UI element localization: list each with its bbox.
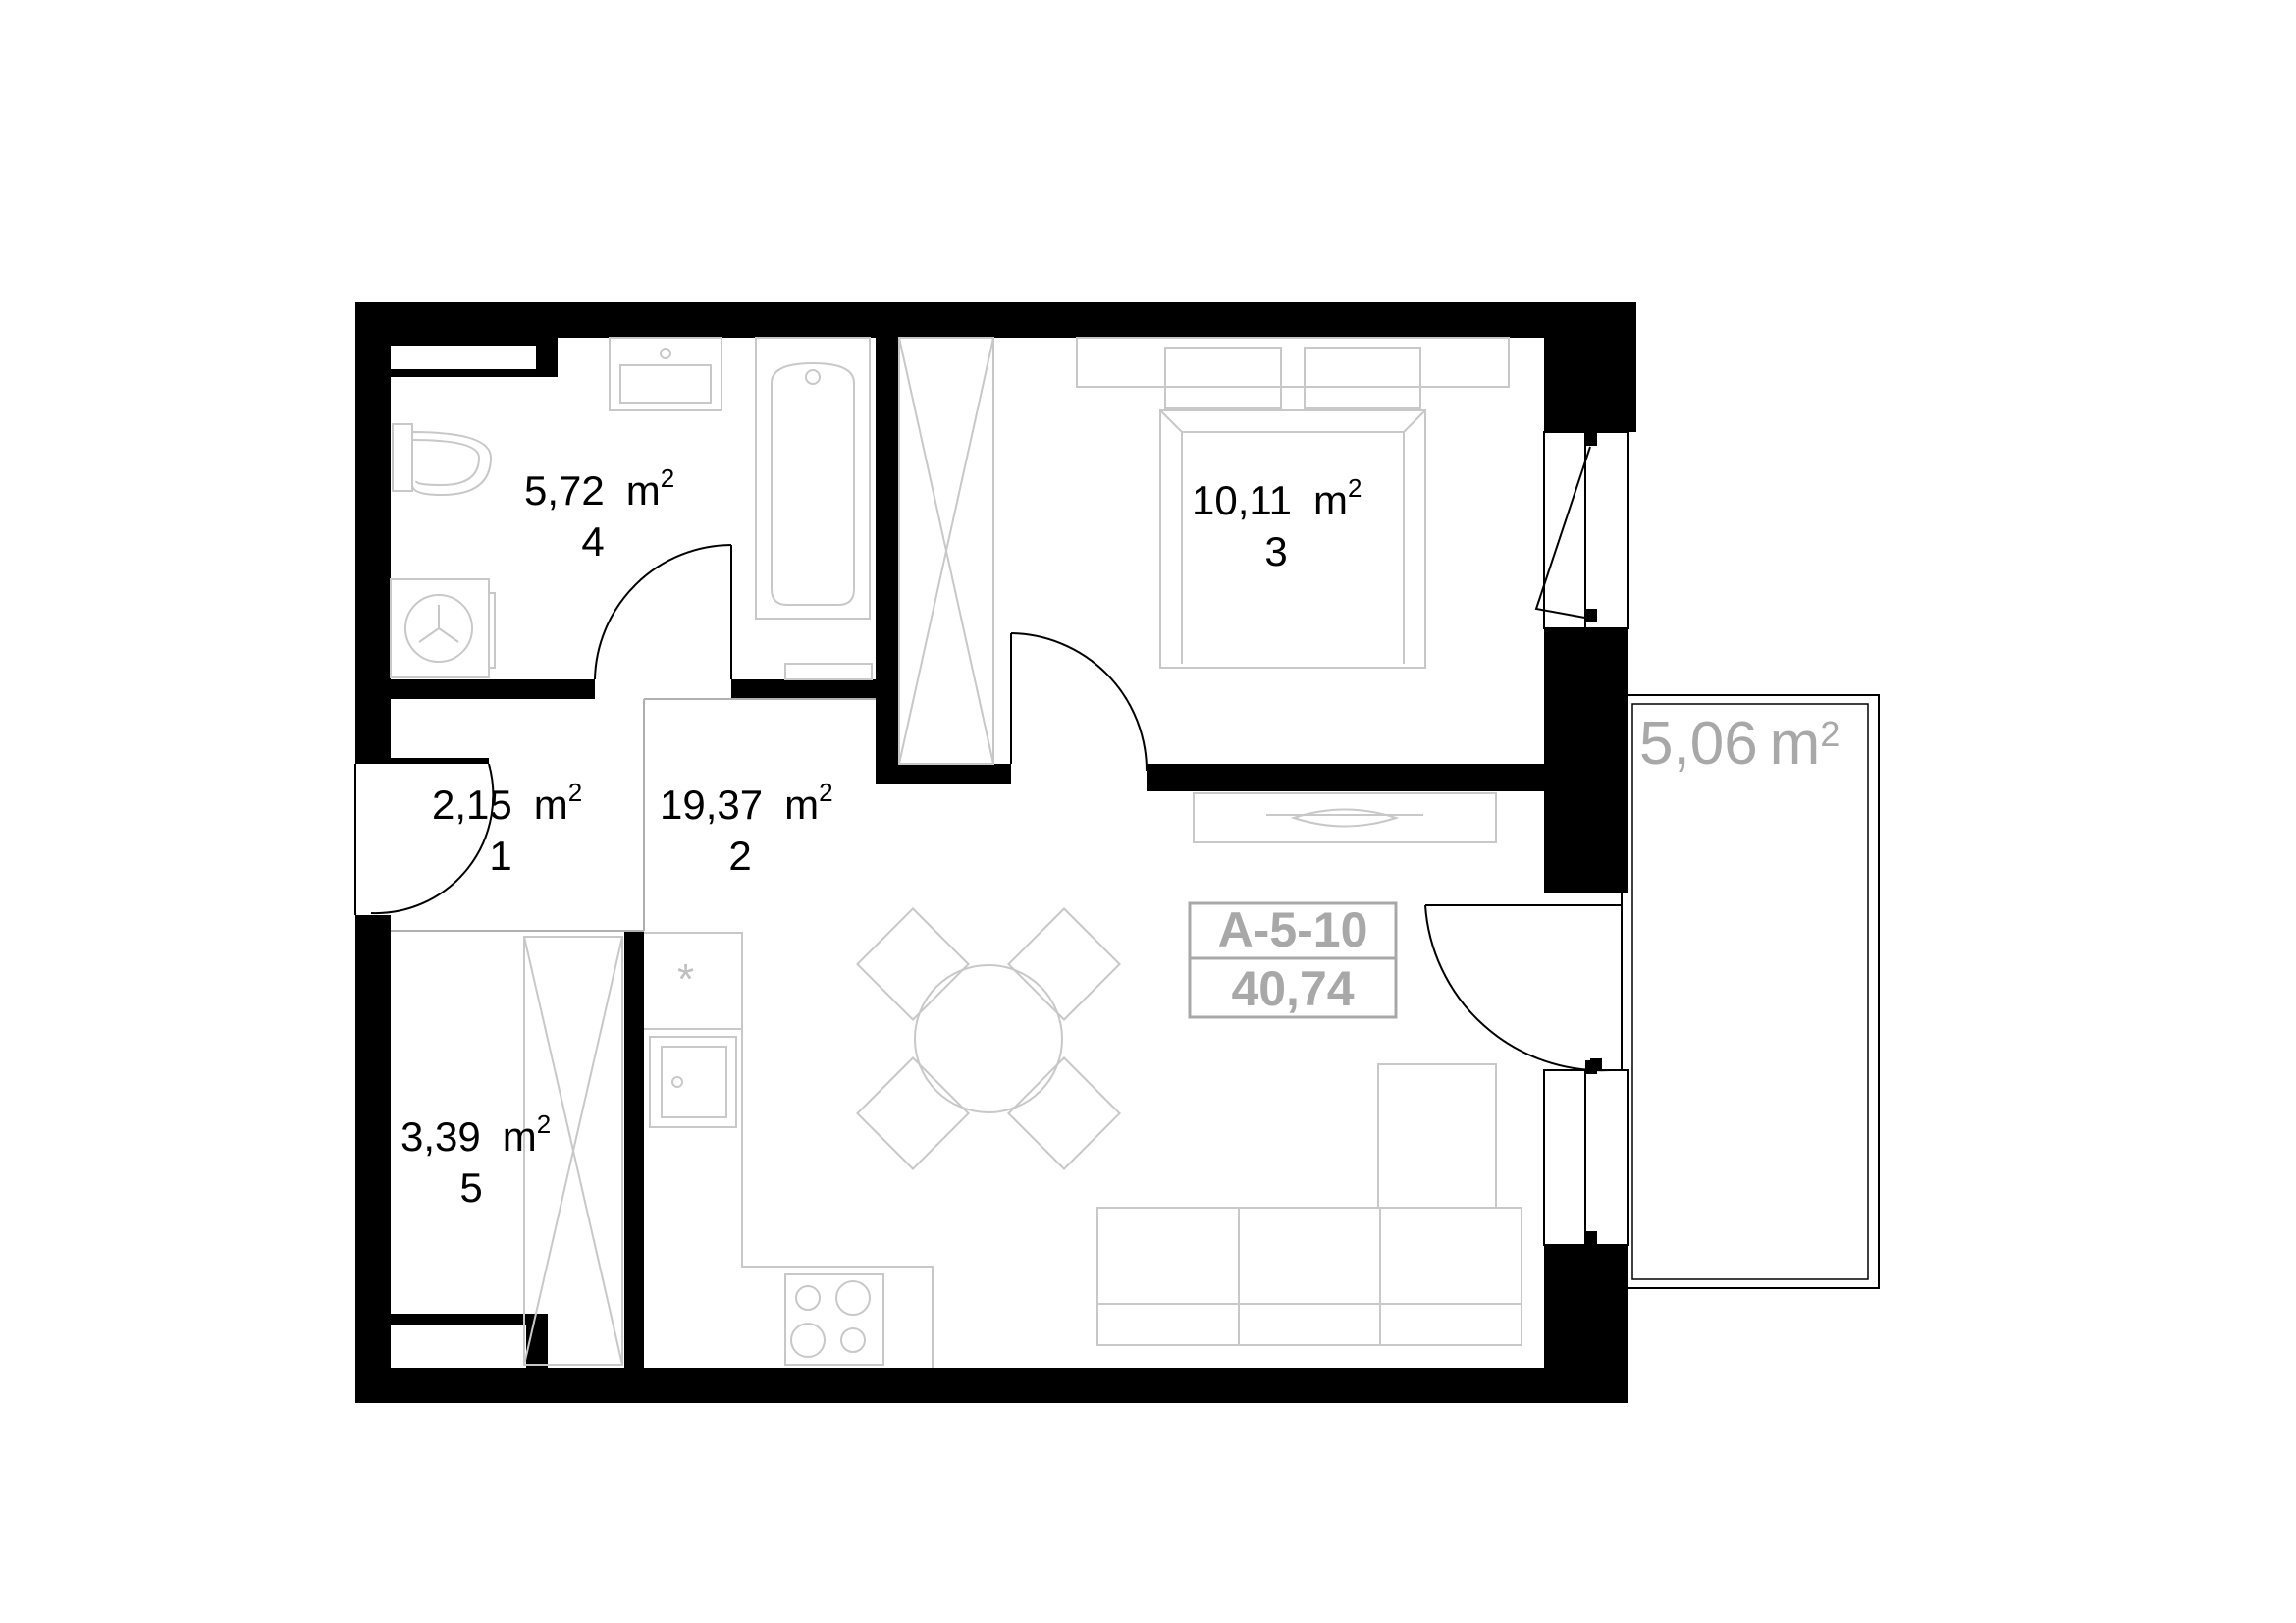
apartment-id-box: A-5-10 40,74: [1188, 901, 1398, 1019]
room-2-number: 2: [728, 833, 751, 879]
window-bedroom: [1534, 431, 1629, 629]
toilet: [392, 423, 493, 497]
bathtub: [755, 337, 871, 620]
hall-partitions: [391, 698, 876, 932]
kitchen-counter: *: [644, 932, 934, 1368]
bathroom-cabinet: [784, 663, 873, 680]
room-5-number: 5: [459, 1164, 482, 1211]
sofa: [1096, 1063, 1522, 1346]
kitchen-sink: [649, 1036, 737, 1128]
exterior-walls: [355, 302, 1636, 1403]
washing-machine: [390, 578, 496, 678]
bedroom-door: [1010, 632, 1148, 772]
dining-table: [856, 907, 1121, 1170]
balcony-door: [1424, 904, 1622, 1072]
window-living: [1543, 1060, 1629, 1246]
bed: [1076, 337, 1510, 669]
room-3-number: 3: [1264, 528, 1287, 574]
wardrobe-bedroom: [898, 337, 994, 765]
tv-stand: [1193, 792, 1497, 843]
apartment-code: A-5-10: [1218, 902, 1368, 957]
balcony: [1621, 694, 1880, 1289]
room-1-number: 1: [489, 833, 511, 879]
wardrobe-closet: [523, 936, 623, 1366]
entrance-door: [354, 758, 495, 915]
bathroom-door: [594, 544, 732, 680]
bathroom-sink: [609, 337, 722, 411]
svg-text:*: *: [677, 955, 694, 1003]
stove: [784, 1273, 884, 1366]
interior-walls: [391, 338, 1544, 1368]
room-4-number: 4: [581, 518, 604, 565]
apartment-total-area: 40,74: [1231, 961, 1354, 1016]
